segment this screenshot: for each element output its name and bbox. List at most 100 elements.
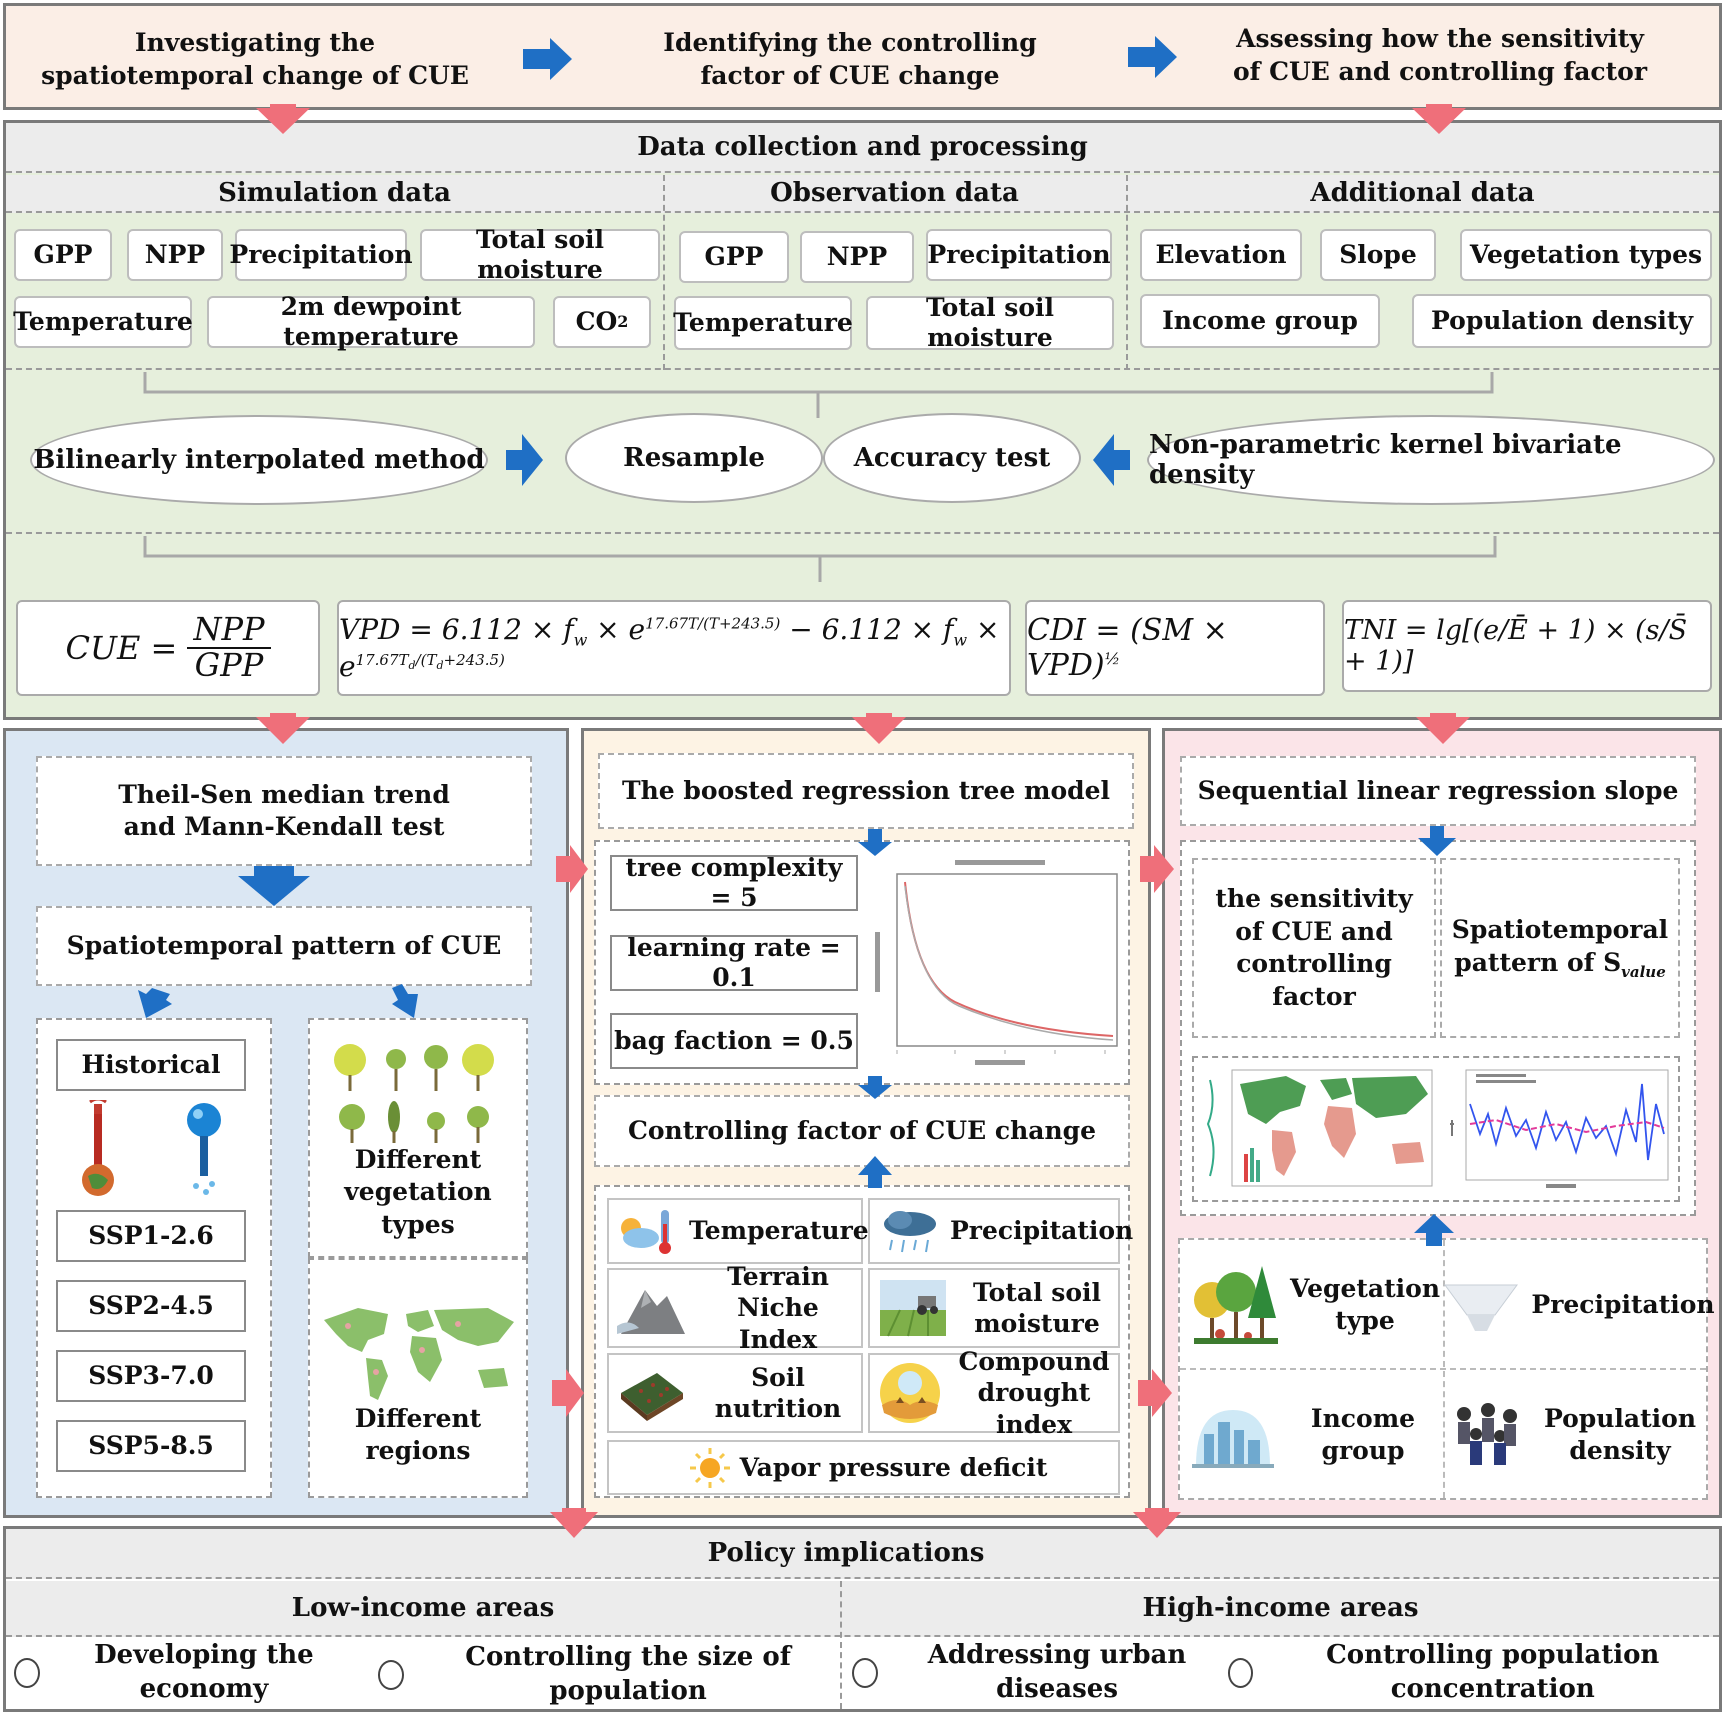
rfactor-population-density-label: Population density (1543, 1403, 1697, 1466)
method-bilinear: Bilinearly interpolated method (30, 415, 488, 505)
obs-temperature: Temperature (673, 296, 853, 350)
factor-compound-drought-index: Compound drought index (868, 1347, 1120, 1439)
co2-text: CO (575, 307, 618, 336)
rfactor-precipitation-label: Precipitation (1531, 1289, 1715, 1319)
policy-high-item-2: Controlling population concentration (1228, 1640, 1718, 1704)
factor-precipitation: Precipitation (868, 1198, 1133, 1264)
policy-low-item-1-label: Developing the economy (94, 1640, 314, 1704)
svalue-timeseries-thumbnail (1450, 1069, 1669, 1188)
sim-precipitation: Precipitation (229, 229, 413, 281)
method-accuracy-test: Accuracy test (823, 413, 1081, 503)
policy-low-item-2-label: Controlling the size of population (465, 1642, 791, 1706)
formula-cue: CUE = NPP GPP (16, 600, 320, 696)
right-factors-vdivider (1443, 1240, 1445, 1498)
factor-terrain-niche-index: Terrain Niche Index (607, 1262, 863, 1354)
radio-icon (14, 1658, 40, 1688)
sun-icon (689, 1447, 730, 1488)
policy-low-item-1: Developing the economy (14, 1640, 354, 1704)
method-resample: Resample (565, 413, 823, 503)
formula-cue-text: CUE = (65, 629, 188, 667)
formula-cue-den: GPP (194, 646, 264, 684)
factor-compound-drought-index-label: Compound drought index (958, 1347, 1110, 1439)
brt-title-box: The boosted regression tree model (598, 753, 1134, 829)
policy-title: Policy implications (707, 1538, 985, 1569)
sim-gpp: GPP (14, 229, 112, 281)
top-band (3, 3, 1722, 110)
trend-method-box: Theil-Sen median trend and Mann-Kendall … (36, 756, 532, 866)
step-assessing: Assessing how the sensitivity of CUE and… (1232, 24, 1648, 86)
policy-low-item-2: Controlling the size of population (378, 1642, 838, 1706)
factor-soil-nutrition: Soil nutrition (607, 1353, 863, 1433)
formula-cue-fraction: NPP GPP (187, 613, 271, 684)
factor-vpd-label: Vapor pressure deficit (739, 1452, 1048, 1482)
obs-total-soil-moisture: Total soil moisture (866, 293, 1114, 352)
svalue-pattern-sub: value (1621, 962, 1666, 981)
factor-total-soil-moisture-label: Total soil moisture (972, 1277, 1102, 1338)
farmland-tractor-icon (880, 1280, 946, 1337)
add-population-density: Population density (1412, 294, 1712, 348)
ssp245-label: SSP2-4.5 (56, 1280, 246, 1332)
veg-types-label: Different vegetation types (344, 1144, 492, 1239)
param-tree-complexity: tree complexity = 5 (610, 853, 858, 912)
policy-vdivider (840, 1581, 842, 1709)
additional-data-title: Additional data (1310, 178, 1535, 209)
svalue-pattern-text: Spatiotemporal pattern of Svalue (1442, 914, 1678, 982)
city-skyline-icon (1192, 1410, 1274, 1468)
radio-icon (852, 1658, 879, 1688)
add-income-group: Income group (1140, 294, 1380, 348)
formula-cdi: CDI = (SM × VPD)½ (1025, 600, 1325, 696)
sim-npp: NPP (127, 229, 223, 281)
methods-divider-row (6, 532, 1719, 534)
rain-gauge-icon (1444, 1284, 1519, 1331)
sim-total-soil-moisture: Total soil moisture (420, 225, 660, 284)
regions-label: Different regions (354, 1403, 482, 1466)
formula-vpd: VPD = 6.112 × fw × e17.67T/(T+243.5) − 6… (337, 600, 1011, 696)
people-crowd-icon (1457, 1403, 1517, 1465)
trees-icon (334, 1044, 494, 1143)
formula-tni: TNI = lg[(e/Ē + 1) × (s/S̄ + 1)] (1342, 600, 1712, 692)
radio-icon (378, 1660, 405, 1690)
mountain-icon (617, 1290, 685, 1334)
radio-icon (1228, 1658, 1254, 1688)
method-kernel-density: Non-parametric kernel bivariate density (1147, 415, 1715, 505)
rfactor-precipitation: Precipitation (1444, 1255, 1715, 1355)
deviance-curve-plot (875, 860, 1118, 1065)
rfactor-population-density: Population density (1450, 1380, 1706, 1490)
thermometer-icon (82, 1100, 114, 1196)
obs-precipitation: Precipitation (926, 229, 1112, 281)
sensitivity-box: the sensitivity of CUE and controlling f… (1192, 858, 1436, 1038)
sim-temperature: Temperature (13, 296, 193, 348)
water-thermometer-icon (187, 1103, 221, 1195)
obs-gpp: GPP (679, 231, 789, 283)
rfactor-vegetation-type-label: Vegetation type (1289, 1273, 1441, 1336)
svalue-pattern-main: Spatiotemporal pattern of S (1451, 915, 1669, 977)
world-map-icon (324, 1308, 514, 1400)
factor-temperature-label: Temperature (689, 1216, 869, 1246)
controlling-factor-box: Controlling factor of CUE change (594, 1095, 1130, 1167)
observation-data-title: Observation data (770, 178, 1019, 209)
sensitivity-map-thumbnail (1206, 1069, 1433, 1187)
factor-terrain-niche-index-label: Terrain Niche Index (727, 1262, 829, 1354)
rfactor-income-group: Income group (1190, 1380, 1440, 1490)
data-section-title: Data collection and processing (637, 132, 1088, 163)
param-bag-fraction: bag faction = 0.5 (610, 1013, 858, 1069)
policy-high-item-1-label: Addressing urban diseases (927, 1640, 1187, 1704)
data-divider-1 (663, 175, 665, 370)
factor-temperature: Temperature (607, 1198, 869, 1264)
data-subheader-bar (6, 175, 1719, 213)
weather-thermometer-icon (621, 1210, 671, 1254)
slr-title-box: Sequential linear regression slope (1180, 756, 1696, 826)
data-divider-row (6, 368, 1719, 370)
formula-cdi-text: CDI = (SM × VPD)½ (1027, 613, 1228, 683)
step-identifying: Identifying the controlling factor of CU… (663, 28, 1037, 90)
policy-header-bar (6, 1529, 1719, 1579)
rfactor-vegetation-type: Vegetation type (1190, 1255, 1440, 1355)
ssp126-label: SSP1-2.6 (56, 1210, 246, 1262)
data-divider-2 (1126, 175, 1128, 370)
sim-dewpoint-temperature: 2m dewpoint temperature (207, 292, 535, 351)
add-elevation: Elevation (1140, 229, 1302, 281)
formula-cue-num: NPP (187, 613, 271, 649)
cue-pattern-box: Spatiotemporal pattern of CUE (36, 906, 532, 986)
